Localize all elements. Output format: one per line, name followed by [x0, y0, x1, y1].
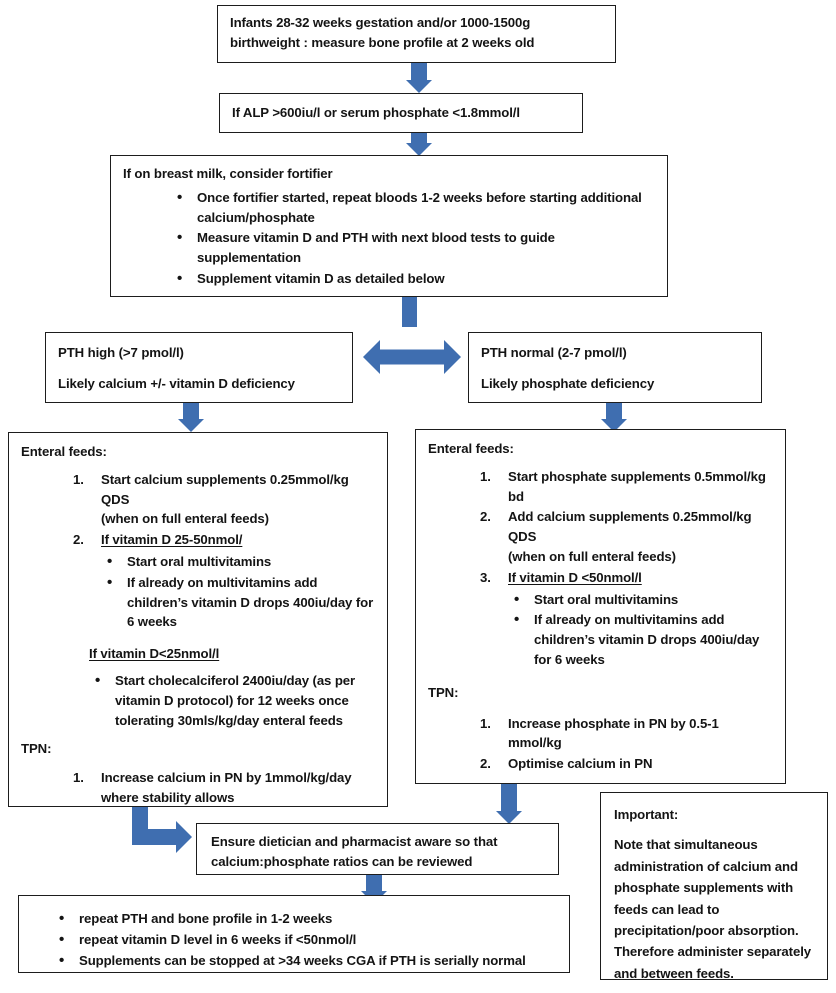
arrow-criteria-to-fortifier: [400, 133, 438, 159]
left-item2-heading: If vitamin D 25-50nmol/: [101, 532, 243, 548]
left-tpn-item1-line1: Increase calcium in PN by 1mmol/kg/day: [101, 770, 352, 786]
fortifier-bullet-list: Once fortifier started, repeat bloods 1-…: [171, 187, 655, 290]
left-vitd-low-heading: If vitamin D<25nmol/l: [89, 646, 220, 662]
right-item2-line2: (when on full enteral feeds): [508, 548, 676, 564]
list-item: Supplement vitamin D as detailed below: [171, 268, 655, 290]
node-pth-normal: PTH normal (2-7 pmol/l) Likely phosphate…: [468, 332, 762, 403]
list-item: Start oral multivitamins: [508, 589, 773, 611]
right-item1: Start phosphate supplements 0.5mmol/kg b…: [508, 468, 766, 504]
left-tpn-numbered-list: Increase calcium in PN by 1mmol/kg/day w…: [67, 768, 375, 808]
list-item: Start phosphate supplements 0.5mmol/kg b…: [474, 467, 773, 507]
arrow-pth-normal-to-right-plan: [595, 403, 633, 433]
important-body: Note that simultaneous administration of…: [614, 837, 811, 981]
right-item3-bullets: Start oral multivitamins If already on m…: [508, 589, 773, 670]
pth-high-line-2: Likely calcium +/- vitamin D deficiency: [58, 375, 295, 391]
arrow-pth-high-to-left-plan: [172, 403, 210, 433]
right-enteral-heading: Enteral feeds:: [428, 441, 514, 456]
right-item3-heading: If vitamin D <50nmol/l: [508, 569, 642, 585]
left-enteral-numbered-list: Start calcium supplements 0.25mmol/kg QD…: [67, 470, 375, 632]
list-item: If already on multivitamins add children…: [508, 609, 773, 669]
node-followup-monitoring: repeat PTH and bone profile in 1-2 weeks…: [18, 895, 570, 973]
pth-normal-line-2: Likely phosphate deficiency: [481, 375, 655, 391]
important-heading: Important:: [614, 807, 679, 822]
left-item2-bullets: Start oral multivitamins If already on m…: [101, 551, 375, 632]
arrow-right-plan-to-dietician: [490, 784, 528, 826]
left-item1-line1: Start calcium supplements 0.25mmol/kg QD…: [101, 471, 349, 507]
list-item: Increase phosphate in PN by 0.5-1 mmol/k…: [480, 714, 719, 751]
node-dietician-pharmacist: Ensure dietician and pharmacist aware so…: [196, 823, 559, 875]
arrow-start-to-criteria: [400, 63, 438, 93]
left-item1-line2: (when on full enteral feeds): [101, 511, 269, 527]
left-vitd-low-group: If vitamin D<25nmol/l Start cholecalcife…: [89, 644, 375, 730]
list-item: Measure vitamin D and PTH with next bloo…: [171, 227, 655, 268]
right-tpn-numbered-list: Increase phosphate in PN by 0.5-1 mmol/k…: [474, 714, 773, 774]
arrow-pth-branch-double: [363, 339, 461, 375]
list-item: Supplements can be stopped at >34 weeks …: [53, 950, 557, 972]
alp-text: If ALP >600iu/l or serum phosphate <1.8m…: [232, 105, 520, 120]
left-tpn-item1-line2: where stability allows: [101, 789, 235, 805]
list-item: If vitamin D <50nmol/l Start oral multiv…: [474, 568, 773, 670]
start-line-2: birthweight : measure bone profile at 2 …: [230, 34, 535, 50]
node-fortifier: If on breast milk, consider fortifier On…: [110, 155, 668, 297]
node-right-treatment-plan: Enteral feeds: Start phosphate supplemen…: [415, 429, 786, 784]
right-item2-line1: Add calcium supplements 0.25mmol/kg QDS: [508, 509, 752, 545]
node-pth-high: PTH high (>7 pmol/l) Likely calcium +/- …: [45, 332, 353, 403]
list-item: If vitamin D 25-50nmol/ Start oral multi…: [67, 530, 375, 632]
node-left-treatment-plan: Enteral feeds: Start calcium supplements…: [8, 432, 388, 807]
node-start-criteria: Infants 28-32 weeks gestation and/or 100…: [217, 5, 616, 63]
node-alp-threshold: If ALP >600iu/l or serum phosphate <1.8m…: [219, 93, 583, 133]
connector-fortifier-down: [402, 297, 417, 327]
pth-normal-line-1: PTH normal (2-7 pmol/l): [481, 345, 627, 360]
list-item: repeat vitamin D level in 6 weeks if <50…: [53, 929, 557, 951]
list-item: Increase calcium in PN by 1mmol/kg/day w…: [67, 768, 375, 808]
start-line-1: Infants 28-32 weeks gestation and/or 100…: [230, 15, 531, 30]
list-item: Start calcium supplements 0.25mmol/kg QD…: [67, 470, 375, 529]
list-item: Start oral multivitamins: [101, 551, 375, 573]
left-tpn-heading: TPN:: [21, 741, 52, 757]
right-enteral-numbered-list: Start phosphate supplements 0.5mmol/kg b…: [474, 467, 773, 670]
arrow-left-plan-to-dietician-elbow: [132, 807, 208, 859]
right-tpn-heading: TPN:: [428, 684, 459, 700]
list-item: Add calcium supplements 0.25mmol/kg QDS …: [474, 507, 773, 566]
left-vitd-low-bullets: Start cholecalciferol 2400iu/day (as per…: [89, 670, 375, 730]
list-item: Once fortifier started, repeat bloods 1-…: [171, 187, 655, 228]
fortifier-heading: If on breast milk, consider fortifier: [123, 166, 333, 181]
pth-high-line-1: PTH high (>7 pmol/l): [58, 345, 184, 360]
list-item: Start cholecalciferol 2400iu/day (as per…: [89, 670, 375, 730]
left-enteral-heading: Enteral feeds:: [21, 444, 107, 459]
dietician-line-2: calcium:phosphate ratios can be reviewed: [211, 853, 473, 869]
node-important-note: Important: Note that simultaneous admini…: [600, 792, 828, 981]
list-item: If already on multivitamins add children…: [101, 572, 375, 632]
dietician-line-1: Ensure dietician and pharmacist aware so…: [211, 834, 498, 849]
list-item: repeat PTH and bone profile in 1-2 weeks: [53, 908, 557, 930]
followup-bullet-list: repeat PTH and bone profile in 1-2 weeks…: [53, 908, 557, 972]
list-item: Optimise calcium in PN: [480, 754, 653, 774]
